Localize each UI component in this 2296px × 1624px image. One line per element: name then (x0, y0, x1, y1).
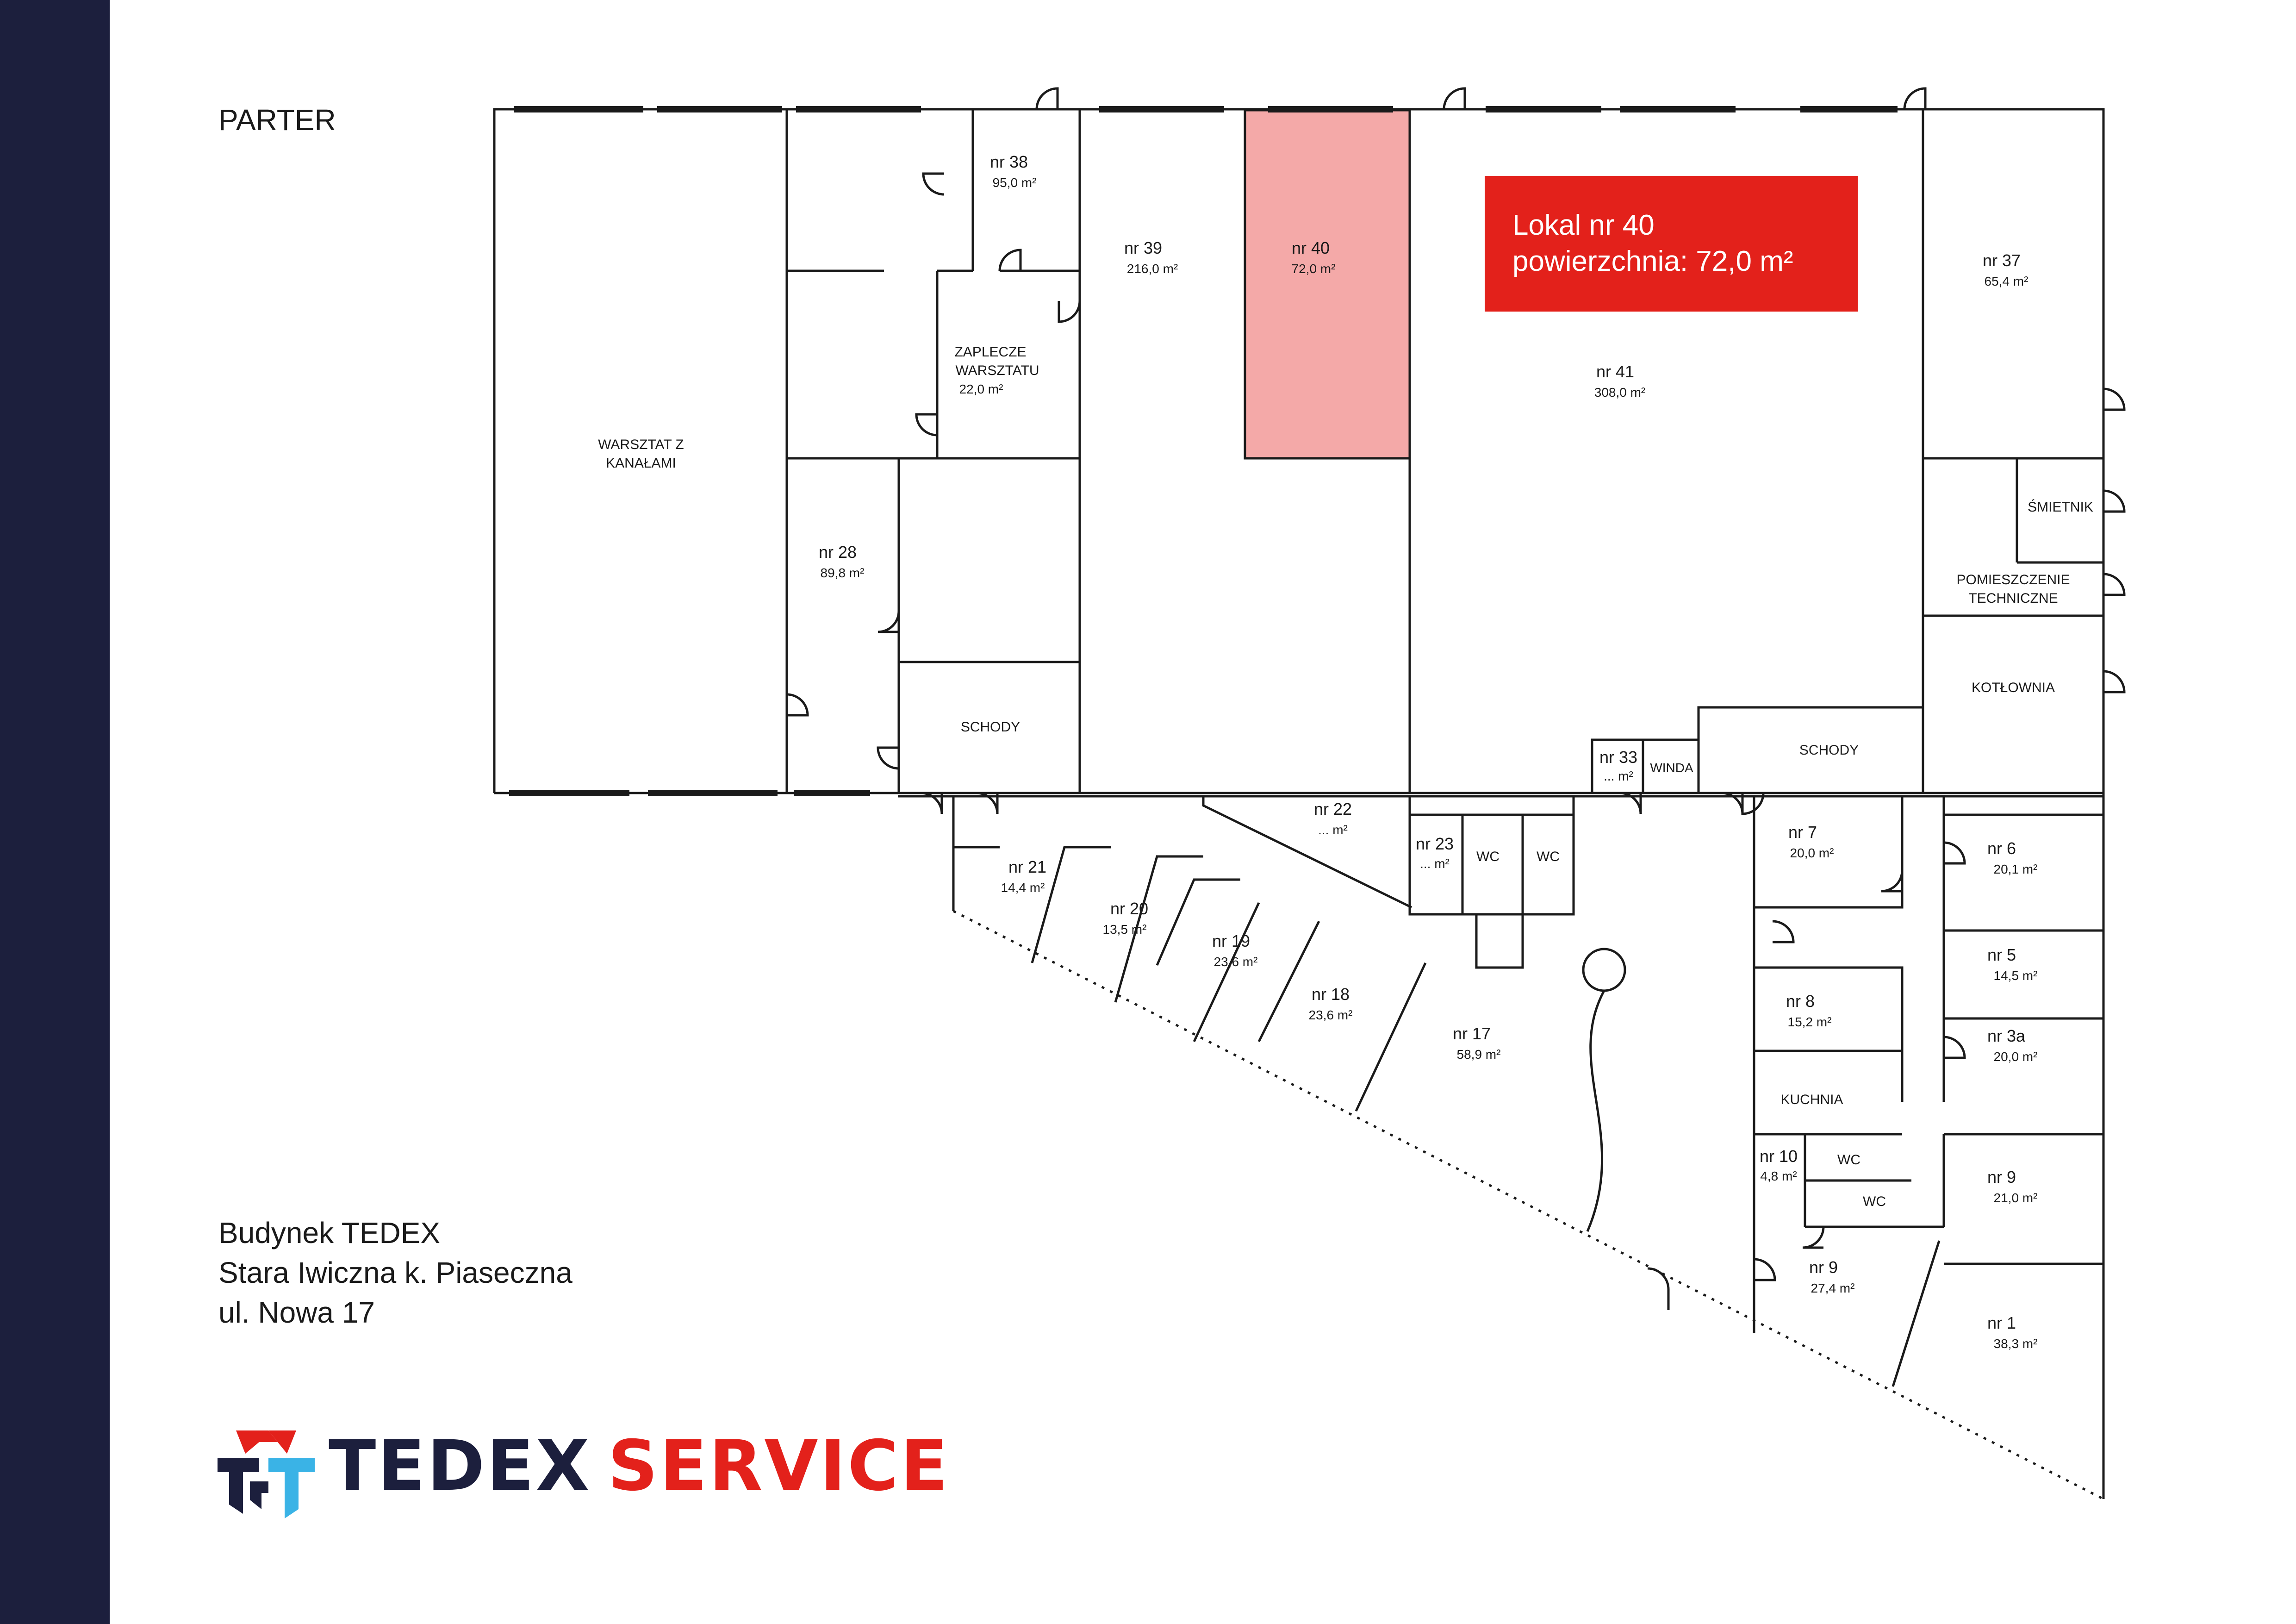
label-winda: WINDA (1650, 761, 1693, 775)
label-schody-left: SCHODY (961, 719, 1020, 735)
label-schody-right: SCHODY (1799, 743, 1859, 758)
address-block: Budynek TEDEX Stara Iwiczna k. Piaseczna… (218, 1213, 572, 1332)
label-wc2: WC (1537, 849, 1560, 864)
address-line-3: ul. Nowa 17 (218, 1296, 375, 1329)
address-line-1: Budynek TEDEX (218, 1216, 441, 1249)
callout-title: Lokal nr 40 (1512, 209, 1655, 241)
label-kuchnia: KUCHNIA (1780, 1092, 1843, 1107)
tedex-logo-icon (218, 1430, 315, 1518)
address-line-2: Stara Iwiczna k. Piaseczna (218, 1256, 572, 1289)
highlight-nr40[interactable] (1244, 109, 1411, 460)
label-kotlownia: KOTŁOWNIA (1972, 680, 2055, 695)
label-nr33: nr 33... m² (1599, 748, 1637, 783)
walls (493, 87, 2126, 1500)
logo-word-tedex: TEDEX (329, 1426, 591, 1506)
label-wc3: WC (1837, 1152, 1860, 1168)
callout-area: powierzchnia: 72,0 m² (1512, 245, 1793, 277)
windows (509, 106, 1898, 796)
floor-label: PARTER (218, 103, 336, 137)
unit-callout: Lokal nr 40 powierzchnia: 72,0 m² (1485, 176, 1858, 312)
label-wc1: WC (1476, 849, 1500, 864)
label-wc4: WC (1863, 1194, 1886, 1209)
label-nr23: nr 23... m² (1416, 834, 1454, 871)
label-smietnik: ŚMIETNIK (2028, 499, 2093, 515)
sidebar-band (0, 0, 110, 1624)
logo-word-service: SERVICE (608, 1426, 950, 1506)
label-nr22: nr 22... m² (1314, 800, 1352, 837)
